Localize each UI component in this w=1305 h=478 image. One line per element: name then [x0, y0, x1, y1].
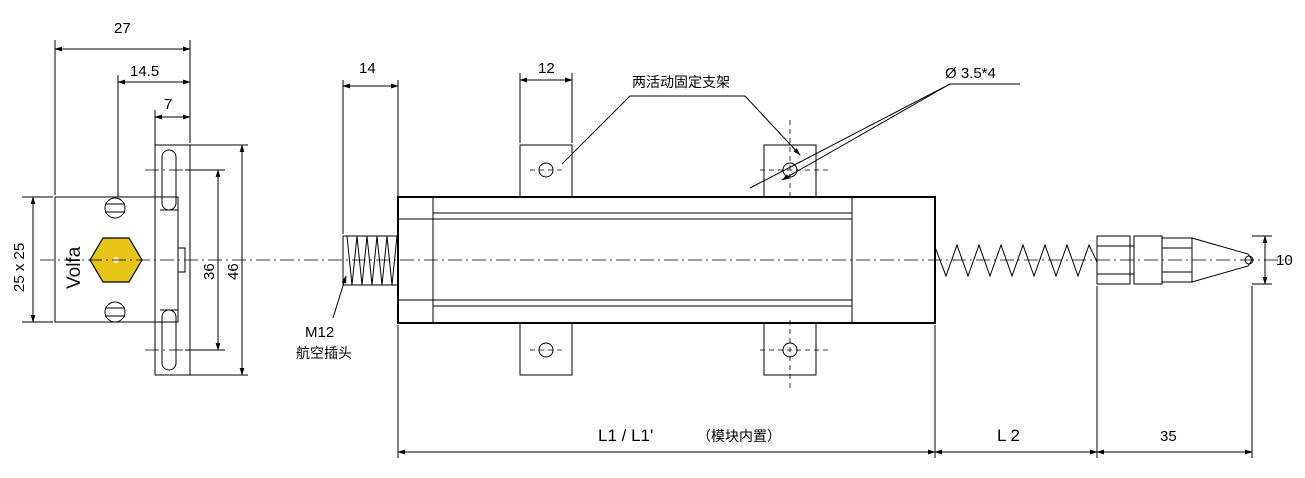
screw-icon — [104, 197, 126, 219]
bracket-top-left — [519, 144, 573, 198]
dim-l1-note: （模块内置） — [697, 429, 781, 445]
probe-tip — [1191, 237, 1253, 283]
dim-l2: L 2 — [997, 426, 1020, 445]
dim-10: 10 — [1276, 252, 1293, 269]
side-view: 14 M12 航空插头 12 — [296, 60, 1293, 458]
dim-l1: L1 / L1' — [598, 426, 653, 445]
end-view: Volfa 27 14.5 7 25 x 25 36 46 — [11, 20, 1290, 376]
dim-12: 12 — [538, 60, 555, 77]
dim-46: 46 — [225, 263, 242, 280]
dim-35: 35 — [1160, 428, 1177, 445]
dim-27: 27 — [114, 20, 131, 37]
brand-label: Volfa — [64, 246, 85, 289]
dim-7: 7 — [164, 96, 172, 113]
bracket-top-right — [763, 144, 817, 198]
dim-14-5: 14.5 — [130, 63, 159, 80]
dim-25x25: 25 x 25 — [11, 243, 28, 292]
hole-label: Ø 3.5*4 — [945, 65, 996, 82]
spring — [934, 243, 1098, 278]
nut-1 — [1096, 235, 1131, 285]
dim-36: 36 — [201, 263, 218, 280]
connector-label-cn: 航空插头 — [296, 346, 352, 362]
housing-body — [397, 196, 936, 324]
brackets-label: 两活动固定支架 — [632, 75, 730, 91]
bracket-bottom-left — [519, 322, 573, 376]
dim-14: 14 — [359, 60, 376, 77]
connector-label: M12 — [305, 324, 334, 341]
screw-icon — [104, 301, 126, 323]
